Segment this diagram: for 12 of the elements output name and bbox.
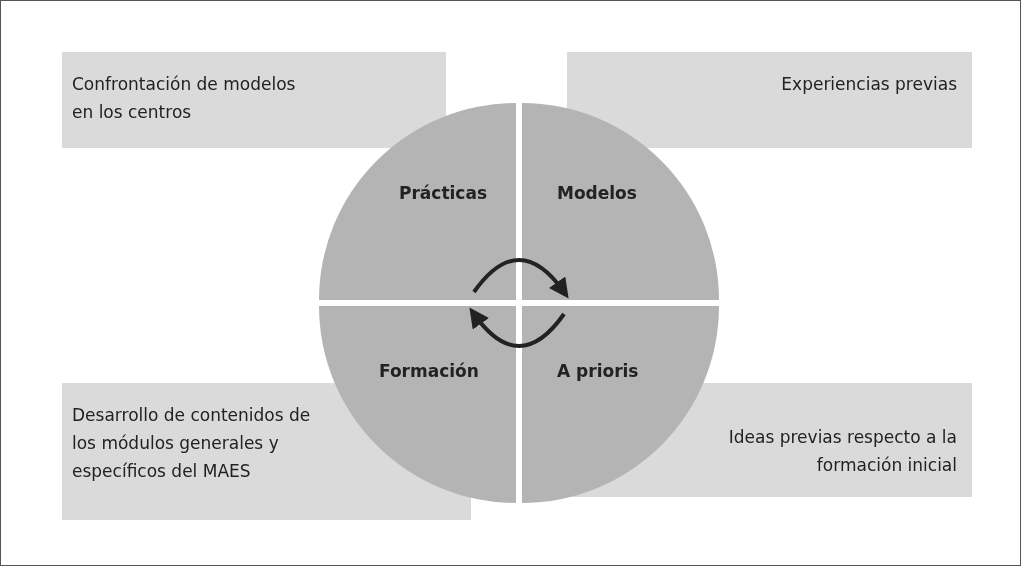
panel-text: Desarrollo de contenidos de los módulos generales y específicos del MAES <box>72 404 312 483</box>
curved-arrow <box>472 258 569 299</box>
panel-text: Ideas previas respecto a la formación inicial <box>727 426 957 477</box>
curved-arrow <box>469 307 566 348</box>
panel-text: Experiencias previas <box>780 73 957 96</box>
text-panel <box>62 52 446 148</box>
text-panel <box>567 52 972 148</box>
quadrant-label: Modelos <box>557 183 637 203</box>
quadrant-label: Prácticas <box>399 183 487 203</box>
panel-text: Confrontación de modelos en los centros <box>72 73 297 124</box>
quadrant-label: Formación <box>379 361 479 381</box>
quadrant-label: A prioris <box>557 361 639 381</box>
